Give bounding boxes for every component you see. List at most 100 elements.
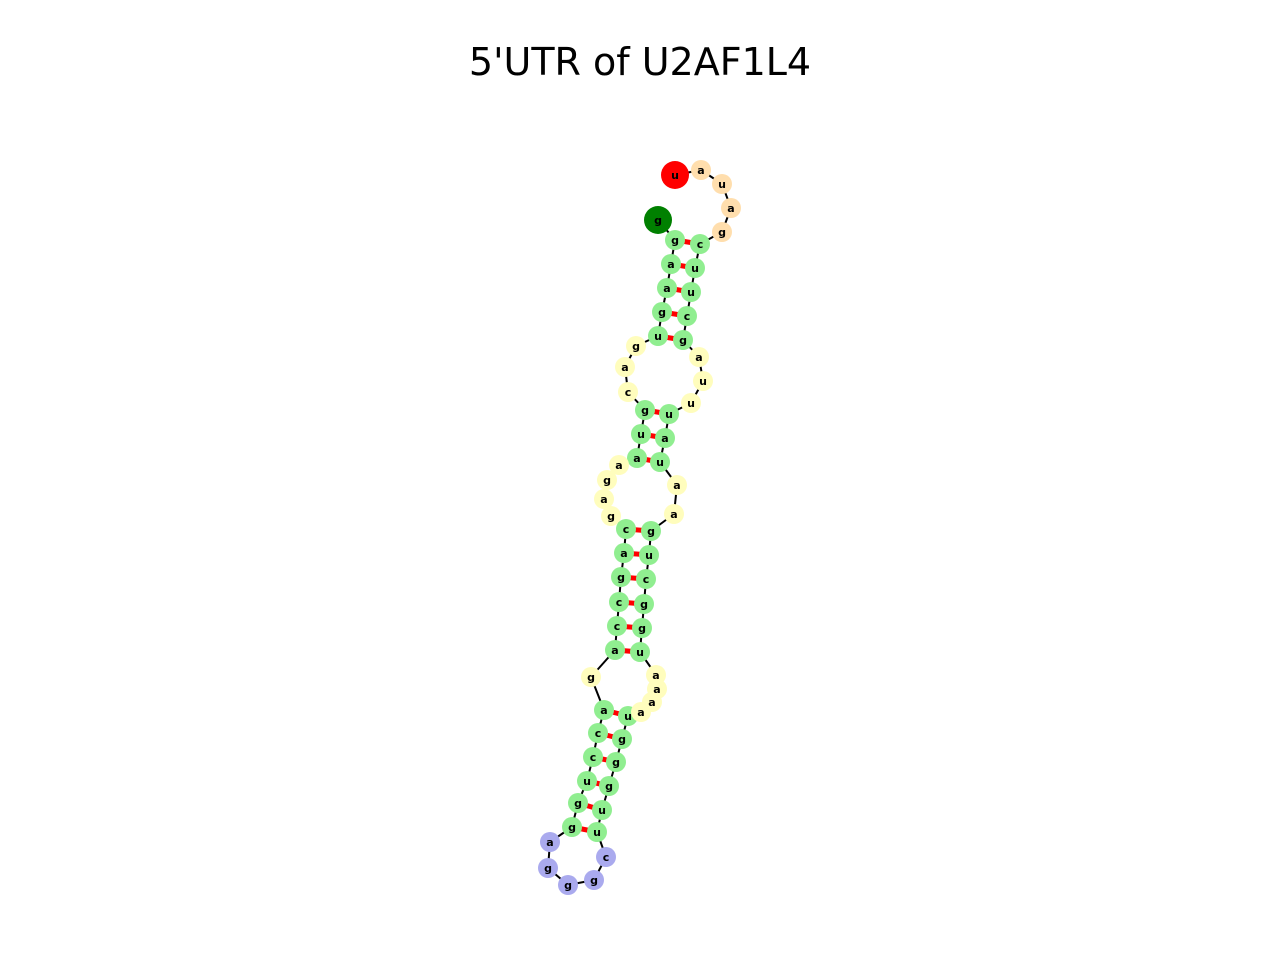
nucleotide: c [583, 747, 603, 767]
nucleotide: u [693, 371, 713, 391]
nucleotide-circle [721, 198, 741, 218]
nucleotide-circle [596, 847, 616, 867]
nucleotide-circle [583, 747, 603, 767]
nucleotide-label: a [697, 164, 704, 177]
nucleotide: u [681, 282, 701, 302]
nucleotide-label: u [645, 549, 653, 562]
base-pair-layer [571, 237, 701, 835]
nucleotide: g [641, 521, 661, 541]
nucleotide-label: c [614, 620, 621, 633]
nucleotide-label: u [687, 286, 695, 299]
nucleotide-label: g [564, 879, 572, 892]
nucleotide-label: u [671, 169, 679, 182]
nucleotide: a [615, 357, 635, 377]
nucleotide-label: a [600, 493, 607, 506]
nucleotide: u [592, 800, 612, 820]
nucleotide: u [685, 258, 705, 278]
nucleotide-label: a [615, 459, 622, 472]
nucleotide-label: a [620, 547, 627, 560]
nucleotide-circle [609, 455, 629, 475]
nucleotide: a [614, 543, 634, 563]
nucleotide-circle [606, 752, 626, 772]
nucleotide-circle [689, 347, 709, 367]
nucleotide-circle [577, 771, 597, 791]
nucleotide-label: c [643, 573, 650, 586]
nucleotide: a [540, 832, 560, 852]
nucleotide-circle [681, 393, 701, 413]
nucleotide-label: c [697, 238, 704, 251]
nucleotide-label: g [638, 622, 646, 635]
nucleotide-circle [562, 817, 582, 837]
nucleotide-circle [614, 543, 634, 563]
nucleotide: u [630, 642, 650, 662]
nucleotide: a [689, 347, 709, 367]
nucleotide: g [584, 870, 604, 890]
nucleotide-circle [581, 667, 601, 687]
nucleotide-label: a [695, 351, 702, 364]
nucleotide: u [587, 822, 607, 842]
nucleotide-label: u [624, 710, 632, 723]
nucleotide: u [650, 452, 670, 472]
nucleotide: a [667, 475, 687, 495]
nucleotide: a [691, 160, 711, 180]
nucleotide-label: g [640, 598, 648, 611]
nucleotide-circle [652, 302, 672, 322]
nucleotide: c [636, 569, 656, 589]
nucleotide-label: c [684, 310, 691, 323]
nucleotide-label: c [625, 386, 632, 399]
nucleotide-circle [632, 618, 652, 638]
nucleotide-circle [611, 567, 631, 587]
nucleotide: a [655, 428, 675, 448]
nucleotide: g [611, 567, 631, 587]
nucleotide: g [568, 793, 588, 813]
nucleotide-label: g [568, 821, 576, 834]
nucleotide-label: g [718, 226, 726, 239]
nucleotide-label: a [670, 508, 677, 521]
nucleotide-circle [538, 858, 558, 878]
nucleotide-circle [558, 875, 578, 895]
nucleotide: c [609, 592, 629, 612]
nucleotide-label: a [600, 704, 607, 717]
nucleotide-circle [597, 470, 617, 490]
nucleotide-circle [691, 160, 711, 180]
nucleotide-label: g [671, 234, 679, 247]
nucleotide: a [664, 504, 684, 524]
nucleotide: a [594, 700, 614, 720]
nucleotide-circle [584, 870, 604, 890]
nucleotide-circle [592, 800, 612, 820]
nucleotide: c [618, 382, 638, 402]
nucleotide-circle [646, 665, 666, 685]
nucleotide-circle [588, 723, 608, 743]
nucleotide-label: g [618, 733, 626, 746]
nucleotide-label: g [603, 474, 611, 487]
nucleotide: g [558, 875, 578, 895]
nucleotide-circle [615, 357, 635, 377]
nucleotide-circle [601, 506, 621, 526]
nucleotide-label: u [593, 826, 601, 839]
nucleotide-circle [641, 521, 661, 541]
nucleotide-circle [587, 822, 607, 842]
diagram-title: 5'UTR of U2AF1L4 [468, 40, 812, 84]
nucleotide-label: a [663, 282, 670, 295]
backbone-layer [547, 169, 732, 886]
nucleotide-label: g [607, 510, 615, 523]
nucleotide-circle [685, 258, 705, 278]
nucleotide: g [634, 594, 654, 614]
nucleotide-circle [665, 230, 685, 250]
nucleotide: a [605, 640, 625, 660]
nucleotide-circle [627, 448, 647, 468]
nucleotide-label: g [679, 334, 687, 347]
nucleotide-label: u [636, 646, 644, 659]
nucleotide-circle [712, 222, 732, 242]
nucleotide-label: g [587, 671, 595, 684]
nucleotide-circle [630, 642, 650, 662]
nucleotide: c [588, 723, 608, 743]
nucleotide: u [631, 424, 651, 444]
nucleotide: g [601, 506, 621, 526]
nucleotide-label: a [637, 706, 644, 719]
nucleotide-label: g [654, 214, 662, 227]
nucleotide-label: c [590, 751, 597, 764]
nucleotide-circle [594, 700, 614, 720]
nucleotide-circle [650, 452, 670, 472]
nucleotide-label: u [598, 804, 606, 817]
